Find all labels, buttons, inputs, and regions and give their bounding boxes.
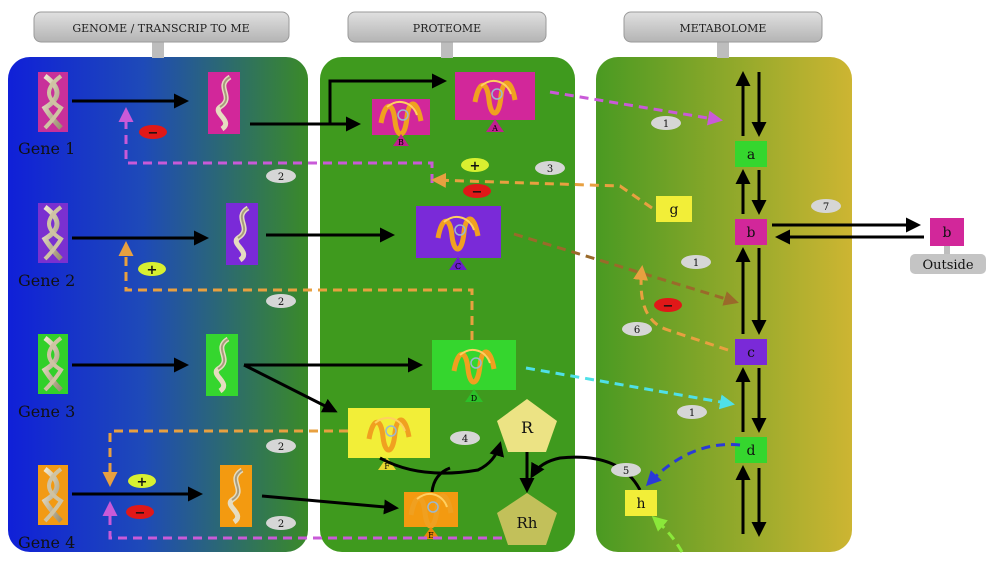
metabolite-c-label: c <box>747 345 755 361</box>
plus-sign-gene4 <box>128 474 156 488</box>
badge-2-gene2: 2 <box>278 297 284 308</box>
proteome-header: PROTEOME <box>347 11 547 58</box>
metabolome-panel <box>596 57 852 552</box>
gene1-mrna <box>208 72 240 134</box>
svg-text:+: + <box>147 263 158 278</box>
metabolite-b-outside-label: b <box>943 225 952 241</box>
translation-arrow-F <box>243 363 338 413</box>
svg-text:−: − <box>148 126 159 141</box>
gene4-mrna <box>220 465 252 527</box>
pentagon-R-label: R <box>521 418 534 437</box>
pentagon-R: R <box>497 399 557 452</box>
metabolite-g-label: g <box>670 202 679 218</box>
gene2-dna <box>38 203 68 263</box>
arrow-E-to-R <box>430 466 451 493</box>
outside-tag <box>910 254 986 274</box>
plus-sign-gene2 <box>138 262 166 276</box>
gene1-dna <box>38 72 68 132</box>
metabolite-c: c <box>735 339 767 365</box>
protein-D-label: D <box>471 394 477 403</box>
badge-3: 3 <box>547 164 553 175</box>
proteome-panel <box>320 57 575 552</box>
metabolite-b-label: b <box>747 225 756 241</box>
metabolite-d-label: d <box>747 443 756 459</box>
badge-4: 4 <box>462 434 468 445</box>
metabolic-flux-arrows <box>735 71 924 537</box>
metabolite-d: d <box>735 437 767 463</box>
protein-B: B <box>372 99 430 147</box>
outside-label: Outside <box>922 258 973 273</box>
metabolite-a: a <box>735 141 767 167</box>
badge-1-low: 1 <box>689 408 695 419</box>
gene3-label: Gene 3 <box>18 402 75 421</box>
metabolome-header-label: METABOLOME <box>680 22 767 35</box>
protein-B-label: B <box>398 138 404 147</box>
metabolome-header: METABOLOME <box>623 11 823 58</box>
regulation-signs: − + − + − + − <box>126 125 682 521</box>
minus-sign-gene4 <box>126 505 154 519</box>
svg-text:+: + <box>137 475 148 490</box>
badge-6: 6 <box>634 325 640 336</box>
badge-7: 7 <box>823 202 829 213</box>
protein-A: A <box>455 72 535 133</box>
minus-sign-c-b <box>654 298 682 312</box>
gene2-mrna <box>226 203 258 265</box>
gene4-dna <box>38 465 68 525</box>
svg-text:−: − <box>472 185 483 200</box>
gene3-dna <box>38 334 68 394</box>
badge-1-mid: 1 <box>693 258 699 269</box>
metabolite-b-outside: b Outside <box>910 218 986 274</box>
protein-F-label: F <box>384 462 390 471</box>
genome-header-label: GENOME / TRANSCRIP TO ME <box>72 22 249 35</box>
badge-2-gene4-upper: 2 <box>278 442 284 453</box>
proteome-header-label: PROTEOME <box>413 22 481 35</box>
regulation-lines <box>102 90 741 553</box>
number-badges: 1 2 3 7 1 2 6 1 4 2 5 2 <box>266 116 841 530</box>
badge-2-gene1: 2 <box>278 172 284 183</box>
protein-C: C <box>416 206 501 271</box>
protein-C-label: C <box>455 262 461 271</box>
translation-arrow-E <box>261 494 399 515</box>
protein-E-label: E <box>428 531 434 540</box>
gene3-mrna <box>206 334 238 396</box>
pentagon-Rh-label: Rh <box>517 514 538 532</box>
badge-2-gene4-lower: 2 <box>278 519 284 530</box>
protein-D: D <box>432 340 516 403</box>
plus-sign-C-top <box>461 158 489 172</box>
protein-A-label: A <box>491 124 498 133</box>
gene4-label: Gene 4 <box>18 533 75 552</box>
svg-text:+: + <box>470 159 481 174</box>
protein-F: F <box>348 408 430 471</box>
metabolite-h: h <box>625 490 657 516</box>
minus-sign-C-top <box>463 184 491 198</box>
gene2-label: Gene 2 <box>18 271 75 290</box>
svg-text:−: − <box>135 506 146 521</box>
metabolite-b: b <box>735 219 767 245</box>
genome-panel <box>8 57 308 552</box>
badge-5: 5 <box>623 466 629 477</box>
arrow-F-to-R <box>379 441 505 475</box>
protein-E: E <box>404 492 458 540</box>
genome-header: GENOME / TRANSCRIP TO ME <box>33 11 290 58</box>
badge-1-top: 1 <box>663 119 669 130</box>
metabolite-h-label: h <box>636 496 645 512</box>
gene1-label: Gene 1 <box>18 139 75 158</box>
pentagon-Rh: Rh <box>497 493 557 545</box>
minus-sign-gene1 <box>139 125 167 139</box>
svg-text:−: − <box>663 299 674 314</box>
metabolite-g: g <box>656 196 692 222</box>
metabolite-a-label: a <box>747 147 755 163</box>
